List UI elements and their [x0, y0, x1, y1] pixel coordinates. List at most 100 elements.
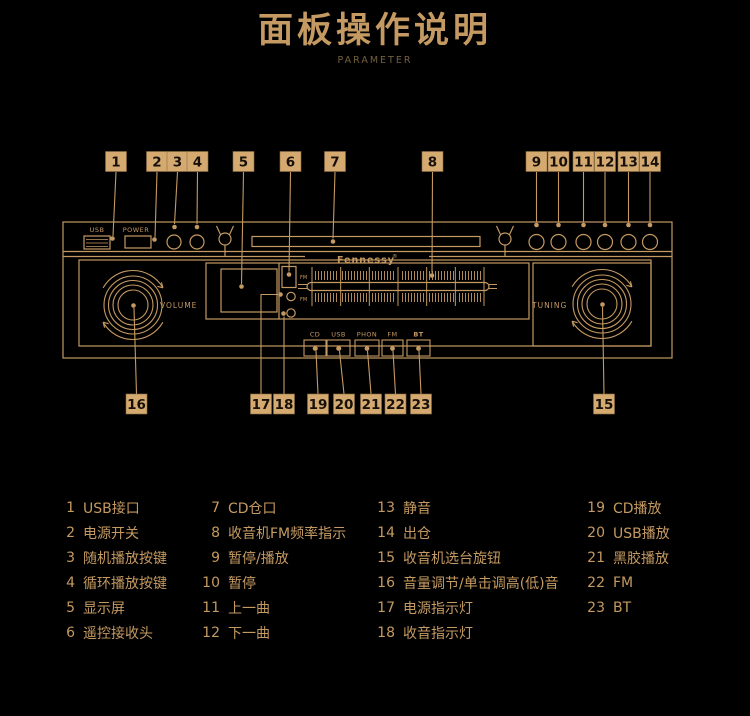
callout-tag-number: 8	[428, 155, 437, 171]
legend-item-text: USB播放	[613, 525, 670, 542]
callout-tag-19: 19	[307, 393, 329, 415]
leader-line-20	[338, 350, 345, 395]
legend-item: 20 USB播放	[574, 520, 670, 545]
tuning-knob	[571, 269, 633, 339]
legend-item-number: 11	[202, 599, 220, 616]
callout-dot-3	[172, 224, 177, 230]
leader-line-19	[315, 350, 319, 395]
pause-button	[550, 233, 567, 251]
callout-dot-5	[239, 284, 244, 289]
source-button-usb: USB	[326, 331, 351, 357]
callout-tag-number: 16	[127, 397, 146, 413]
legend-item-number: 21	[587, 549, 605, 566]
callout-tag-number: 21	[362, 397, 381, 413]
legend-item-number: 12	[202, 624, 220, 641]
legend-item-number: 20	[587, 524, 605, 541]
device-panel: USB POWER VOLUME TUNING FM FM Fennessy ®	[62, 221, 673, 359]
prev-track-button	[575, 233, 592, 251]
fm-band-label-upper: FM	[300, 275, 307, 281]
callout-dot-1	[110, 236, 115, 241]
source-button-label: FM	[387, 331, 397, 339]
legend-item-text: 出仓	[403, 525, 431, 542]
legend-item-text: USB接口	[83, 500, 140, 517]
source-button-phon: PHON	[354, 331, 380, 357]
callout-dot-12	[602, 222, 608, 228]
source-button-label: CD	[310, 331, 320, 339]
callout-tag-number: 19	[309, 397, 328, 413]
callout-tag-number: 4	[193, 155, 202, 171]
source-button-cd: CD	[303, 331, 327, 357]
hinge-screw	[215, 225, 235, 257]
callout-dot-8	[429, 273, 435, 278]
leader-line-2	[154, 171, 158, 238]
callout-dot-7	[330, 239, 336, 244]
legend-item-number: 9	[211, 549, 220, 566]
callout-tag-2: 2	[146, 151, 168, 172]
legend-item-text: 收音指示灯	[403, 625, 473, 642]
source-button-label: BT	[413, 331, 423, 339]
tuning-label: TUNING	[531, 301, 567, 310]
legend-item-number: 18	[377, 624, 395, 641]
callout-tag-number: 22	[386, 397, 405, 413]
cd-slot	[251, 235, 481, 248]
leader-line-3	[173, 171, 179, 225]
callout-tag-number: 13	[619, 155, 638, 171]
legend-item-number: 1	[66, 499, 75, 516]
registered-mark-icon: ®	[392, 253, 398, 260]
callout-dot-14	[647, 222, 653, 228]
leader-line-16	[133, 307, 138, 395]
leader-line-21	[366, 350, 372, 395]
callout-tag-21: 21	[360, 393, 382, 415]
legend-item-text: 电源开关	[83, 525, 139, 542]
legend-item-text: 音量调节/单击调高(低)音	[403, 575, 559, 592]
legend-item-number: 15	[377, 549, 395, 566]
callout-tag-5: 5	[232, 151, 255, 172]
usb-port	[83, 235, 111, 250]
leader-line-6	[288, 171, 292, 272]
radio-indicator-light	[286, 308, 296, 318]
callout-tag-8: 8	[421, 151, 444, 172]
callout-tag-number: 20	[335, 397, 354, 413]
legend-item-number: 13	[377, 499, 395, 516]
fm-scale-ticks	[311, 267, 485, 306]
legend-item-text: BT	[613, 599, 632, 616]
power-indicator-light	[286, 291, 296, 302]
callout-tag-1: 1	[105, 151, 127, 172]
legend-item-text: 下一曲	[228, 625, 270, 642]
callout-tag-6: 6	[279, 151, 302, 172]
callout-dot-15	[600, 302, 605, 307]
leader-line-15	[601, 306, 605, 395]
legend-item-number: 4	[66, 574, 75, 591]
callout-dot-13	[626, 222, 631, 228]
legend-item-number: 16	[377, 574, 395, 591]
power-label: POWER	[123, 226, 150, 234]
legend-item-text: CD仓口	[228, 500, 277, 517]
mute-button	[620, 233, 637, 251]
shuffle-play-button	[166, 234, 182, 250]
callout-tag-20: 20	[333, 393, 355, 415]
source-buttons: CD USB PHON FM BT	[303, 331, 431, 357]
callout-dot-16	[131, 303, 136, 308]
callout-tag-7: 7	[324, 151, 346, 172]
legend-item-text: 暂停/播放	[228, 550, 289, 567]
callout-tag-number: 11	[574, 155, 593, 171]
repeat-play-button	[189, 234, 205, 250]
callout-tag-number: 23	[412, 397, 431, 413]
callout-tag-9: 9	[525, 151, 548, 172]
source-button-label: PHON	[357, 331, 377, 339]
legend-item-number: 6	[66, 624, 75, 641]
next-track-button	[596, 233, 614, 251]
callout-tag-number: 14	[641, 155, 660, 171]
